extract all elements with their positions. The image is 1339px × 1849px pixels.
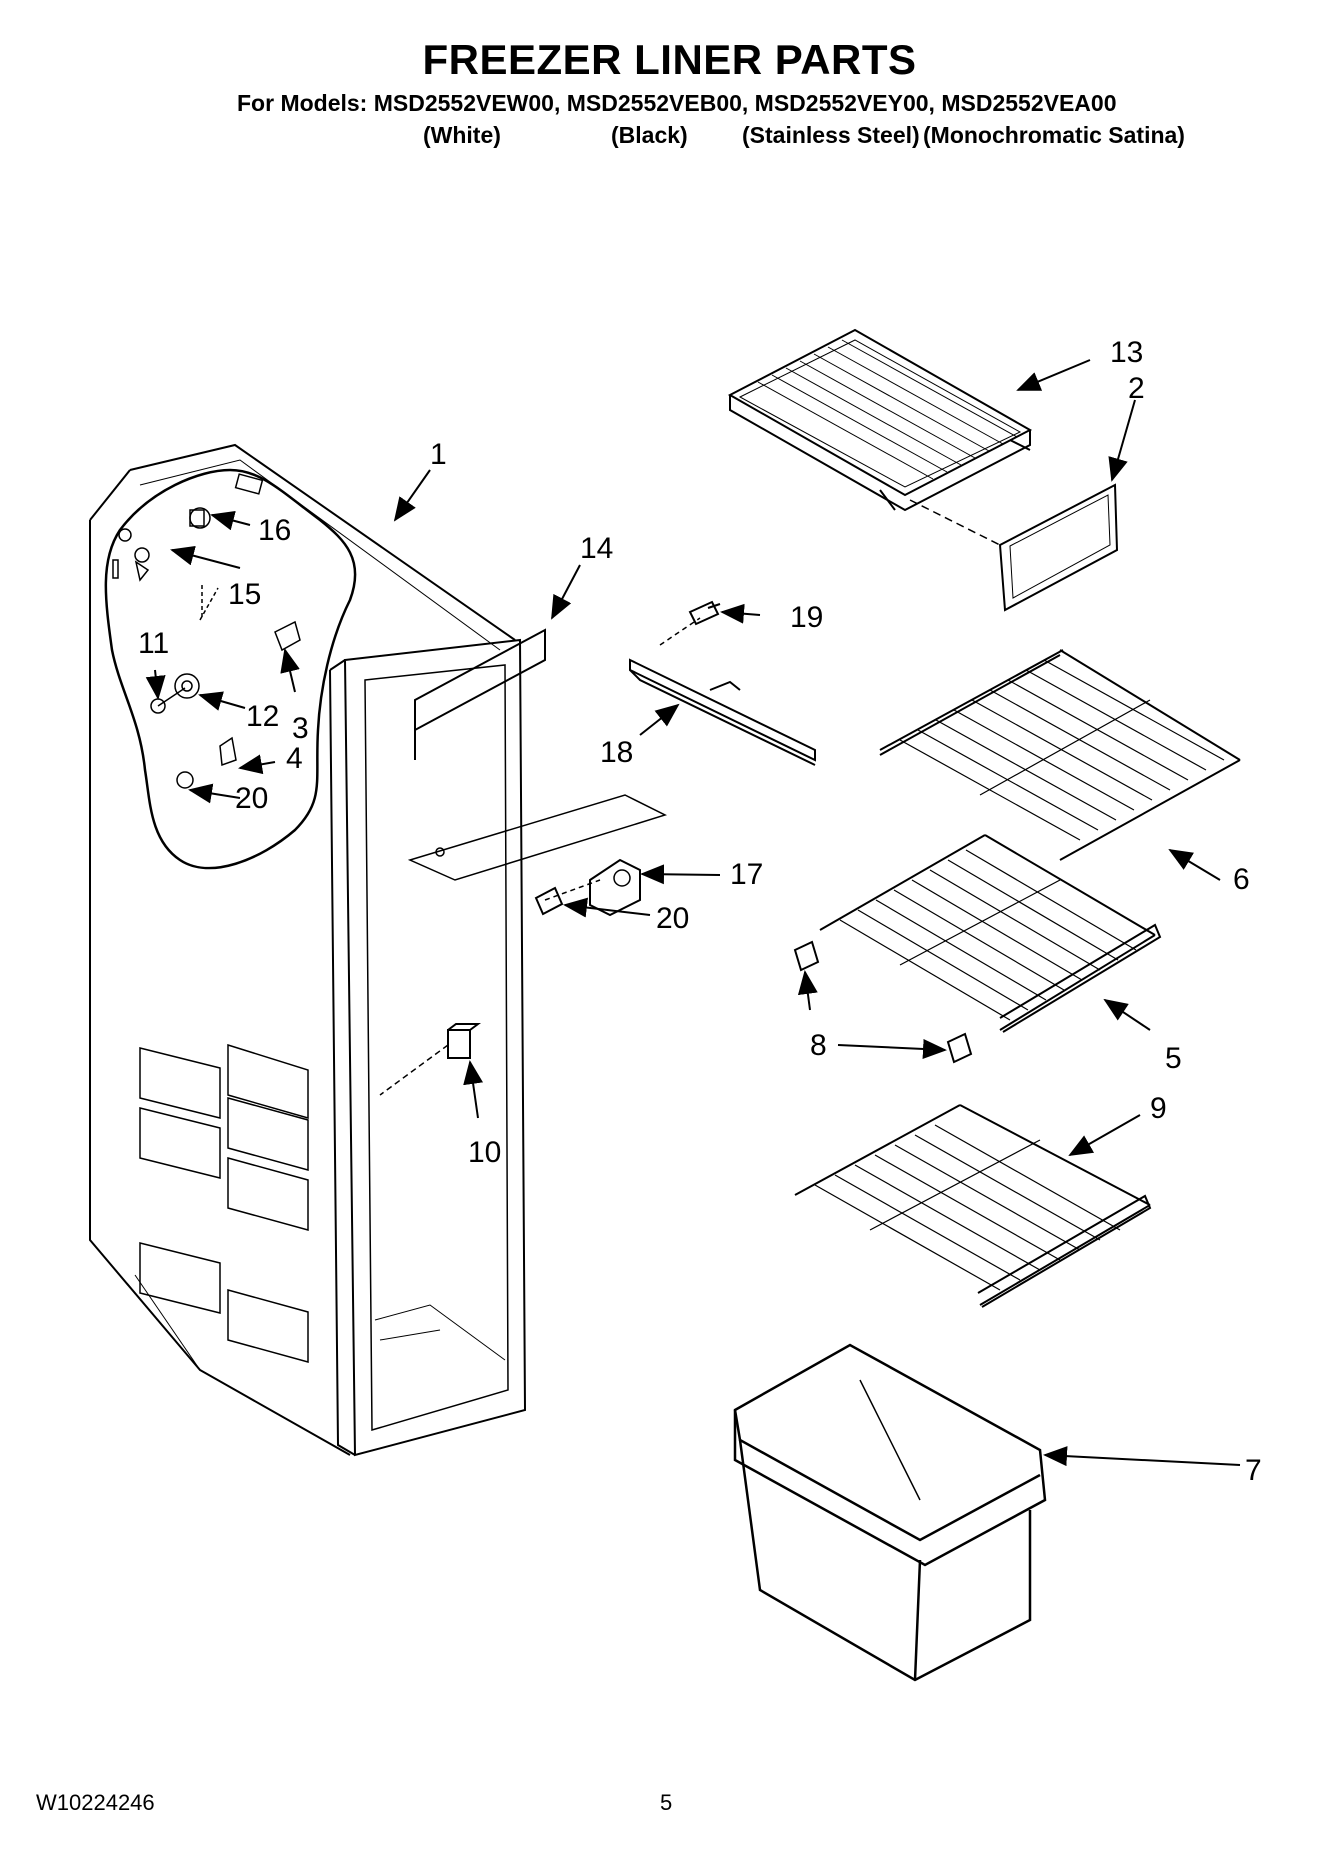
color-stainless: (Stainless Steel) [742, 122, 920, 148]
shelf-part-9 [794, 1104, 1152, 1308]
callout-3: 3 [292, 712, 309, 745]
callout-20-middle: 20 [656, 902, 689, 935]
page-number: 5 [660, 1790, 673, 1815]
screw-part-20b [534, 886, 564, 916]
callout-19: 19 [790, 601, 823, 634]
callout-14: 14 [580, 532, 613, 565]
color-white: (White) [423, 122, 501, 148]
callout-9: 9 [1150, 1092, 1167, 1125]
screw-part-19 [688, 600, 721, 626]
wire-shelf-part-6 [879, 649, 1241, 861]
callout-6: 6 [1233, 863, 1250, 896]
trim-part-14 [414, 628, 546, 760]
shelf-part-5 [819, 834, 1162, 1033]
clip-part-10 [379, 1023, 481, 1096]
page-title: FREEZER LINER PARTS [422, 36, 917, 83]
callout-2: 2 [1128, 372, 1145, 405]
callout-7: 7 [1245, 1454, 1262, 1487]
color-black: (Black) [611, 122, 688, 148]
shelf-frame-part-13 [727, 328, 1033, 512]
detail-parts [112, 473, 301, 789]
callout-16: 16 [258, 514, 291, 547]
color-satina: (Monochromatic Satina) [923, 122, 1185, 148]
callout-8: 8 [810, 1029, 827, 1062]
bracket-part-17 [407, 794, 668, 917]
callout-15: 15 [228, 578, 261, 611]
rail-part-18 [629, 617, 816, 766]
stud-part-8 [793, 940, 973, 1064]
callout-11: 11 [138, 627, 169, 660]
glass-part-2 [909, 483, 1119, 612]
callout-18: 18 [600, 736, 633, 769]
bin-part-7 [733, 1343, 1047, 1682]
callout-10: 10 [468, 1136, 501, 1169]
callout-12: 12 [246, 700, 279, 733]
models-line: For Models: MSD2552VEW00, MSD2552VEB00, … [237, 90, 1117, 116]
callout-20-left: 20 [235, 782, 268, 815]
leader-arrows [145, 359, 1241, 1467]
callout-1: 1 [430, 438, 447, 471]
callout-4: 4 [286, 742, 303, 775]
control-detail-cutaway [104, 468, 357, 870]
callout-5: 5 [1165, 1042, 1182, 1075]
callout-13: 13 [1110, 336, 1143, 369]
document-number: W10224246 [36, 1790, 155, 1815]
callout-labels: 1 2 3 4 5 6 7 8 9 10 11 12 13 14 15 16 1… [138, 336, 1262, 1487]
callout-17: 17 [730, 858, 763, 891]
freezer-liner-cabinet [89, 443, 527, 1457]
